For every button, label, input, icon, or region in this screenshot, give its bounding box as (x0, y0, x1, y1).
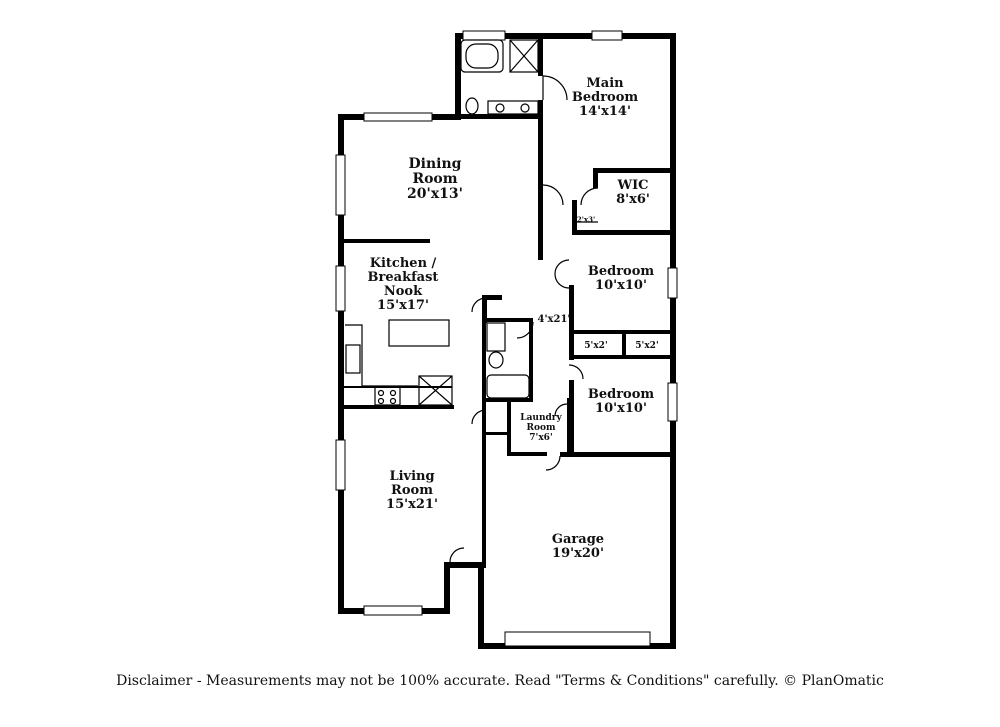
doors (449, 75, 599, 563)
closet-small-size: 2'x3' (577, 215, 595, 224)
living-name: Living (389, 469, 434, 484)
laundry-name-2: Room (526, 423, 555, 433)
garage-name: Garage (552, 532, 604, 547)
dining-name: Dining (409, 156, 462, 172)
living-name-2: Room (391, 483, 433, 498)
living-size: 15'x21' (386, 497, 438, 512)
floor-plan: Main Bedroom 14'x14' WIC 8'x6' 2'x3' Din… (335, 30, 678, 649)
main-bedroom-name-2: Bedroom (572, 90, 639, 105)
main-bedroom-size: 14'x14' (579, 104, 631, 119)
room-labels: Main Bedroom 14'x14' WIC 8'x6' 2'x3' Din… (368, 76, 659, 561)
wic-name: WIC (616, 178, 648, 193)
bedroom-2-name: Bedroom (588, 264, 655, 279)
dining-name-2: Room (412, 171, 457, 187)
fixtures (345, 39, 598, 406)
kitchen-name-1: Kitchen / (370, 256, 437, 271)
dining-size: 20'x13' (407, 186, 463, 202)
laundry-size: 7'x6' (529, 433, 552, 443)
closet-b-size: 5'x2' (635, 341, 658, 351)
bedroom-3-size: 10'x10' (595, 401, 647, 416)
kitchen-name-2: Breakfast (368, 270, 439, 285)
hall-size: 4'x21' (538, 314, 571, 325)
windows (335, 30, 678, 647)
bedroom-2-size: 10'x10' (595, 278, 647, 293)
laundry-name-1: Laundry (520, 413, 562, 423)
closet-a-size: 5'x2' (584, 341, 607, 351)
wic-size: 8'x6' (616, 192, 650, 207)
disclaimer-text: Disclaimer - Measurements may not be 100… (116, 673, 884, 689)
garage-size: 19'x20' (552, 546, 604, 561)
kitchen-name-3: Nook (384, 284, 423, 299)
kitchen-size: 15'x17' (377, 298, 429, 313)
bedroom-3-name: Bedroom (588, 387, 655, 402)
main-bedroom-name-1: Main (586, 76, 624, 91)
